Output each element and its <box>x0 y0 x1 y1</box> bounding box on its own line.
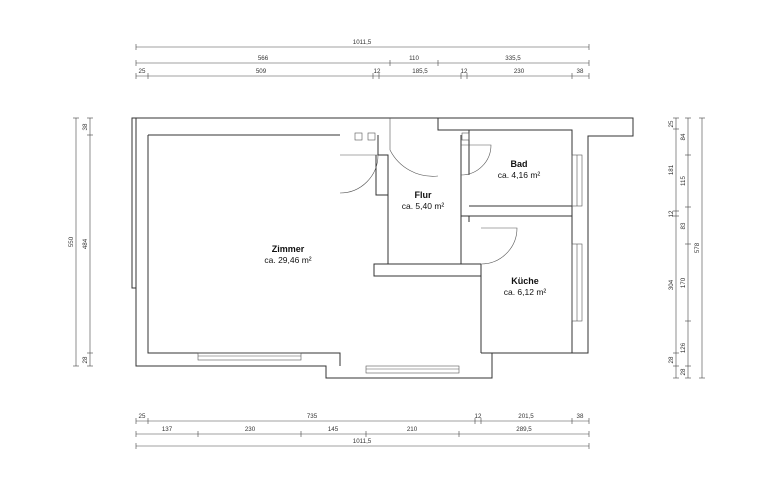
dim-top-185-5: 185,5 <box>412 68 428 75</box>
room-bad-area: ca. 4,16 m² <box>498 170 541 180</box>
dim-top-509: 509 <box>256 68 267 75</box>
right-dimensions: 25 181 12 304 28 84 115 83 170 126 28 57… <box>668 117 705 379</box>
left-dimensions: 550 38 484 28 <box>68 117 93 367</box>
dim-right-28a: 28 <box>668 356 675 363</box>
dim-top-12a: 12 <box>374 68 381 75</box>
dim-left-38: 38 <box>82 123 89 130</box>
dim-top-230: 230 <box>514 68 525 75</box>
dim-bottom-201-5: 201,5 <box>518 413 534 420</box>
dim-right-83: 83 <box>680 222 687 229</box>
dim-right-181: 181 <box>668 164 675 175</box>
bottom-dimensions: 25 735 12 201,5 38 137 230 145 210 289,5… <box>135 413 590 449</box>
dim-bottom-230: 230 <box>245 426 256 433</box>
dim-left-484: 484 <box>82 238 89 249</box>
room-flur-area: ca. 5,40 m² <box>402 201 445 211</box>
door-swings <box>339 118 518 265</box>
dim-bottom-137: 137 <box>162 426 173 433</box>
top-dimensions: 1011,5 566 110 335,5 25 509 12 185,5 12 … <box>135 39 590 79</box>
dim-left-28: 28 <box>82 356 89 363</box>
room-labels: Zimmer ca. 29,46 m² Flur ca. 5,40 m² Bad… <box>264 159 546 297</box>
room-bad-name: Bad <box>510 159 527 169</box>
dim-right-304: 304 <box>668 279 675 290</box>
dim-top-566: 566 <box>258 55 269 62</box>
dim-bottom-25: 25 <box>139 413 146 420</box>
dim-left-550: 550 <box>68 236 75 247</box>
dim-bottom-145: 145 <box>328 426 339 433</box>
dim-bottom-289-5: 289,5 <box>516 426 532 433</box>
dim-bottom-38: 38 <box>577 413 584 420</box>
dim-right-84: 84 <box>680 133 687 140</box>
dim-right-126: 126 <box>680 342 687 353</box>
dim-right-578: 578 <box>694 242 701 253</box>
room-flur-name: Flur <box>415 190 432 200</box>
dim-bottom-12: 12 <box>475 413 482 420</box>
dim-top-25: 25 <box>139 68 146 75</box>
dim-bottom-210: 210 <box>407 426 418 433</box>
dim-top-335-5: 335,5 <box>505 55 521 62</box>
dim-bottom-total: 1011,5 <box>353 438 372 445</box>
room-zimmer-area: ca. 29,46 m² <box>264 255 311 265</box>
dim-bottom-735: 735 <box>307 413 318 420</box>
dim-top-total: 1011,5 <box>353 39 372 46</box>
dim-right-12: 12 <box>668 210 675 217</box>
dim-right-25: 25 <box>668 120 675 127</box>
dim-top-110: 110 <box>409 55 419 62</box>
dim-top-38: 38 <box>577 68 584 75</box>
room-kueche-name: Küche <box>511 276 539 286</box>
dim-top-12b: 12 <box>461 68 468 75</box>
dim-right-170: 170 <box>680 277 687 288</box>
dim-right-115: 115 <box>680 176 687 186</box>
dim-right-28b: 28 <box>680 368 687 375</box>
room-kueche-area: ca. 6,12 m² <box>504 287 547 297</box>
room-zimmer-name: Zimmer <box>272 244 305 254</box>
walls <box>131 117 634 379</box>
